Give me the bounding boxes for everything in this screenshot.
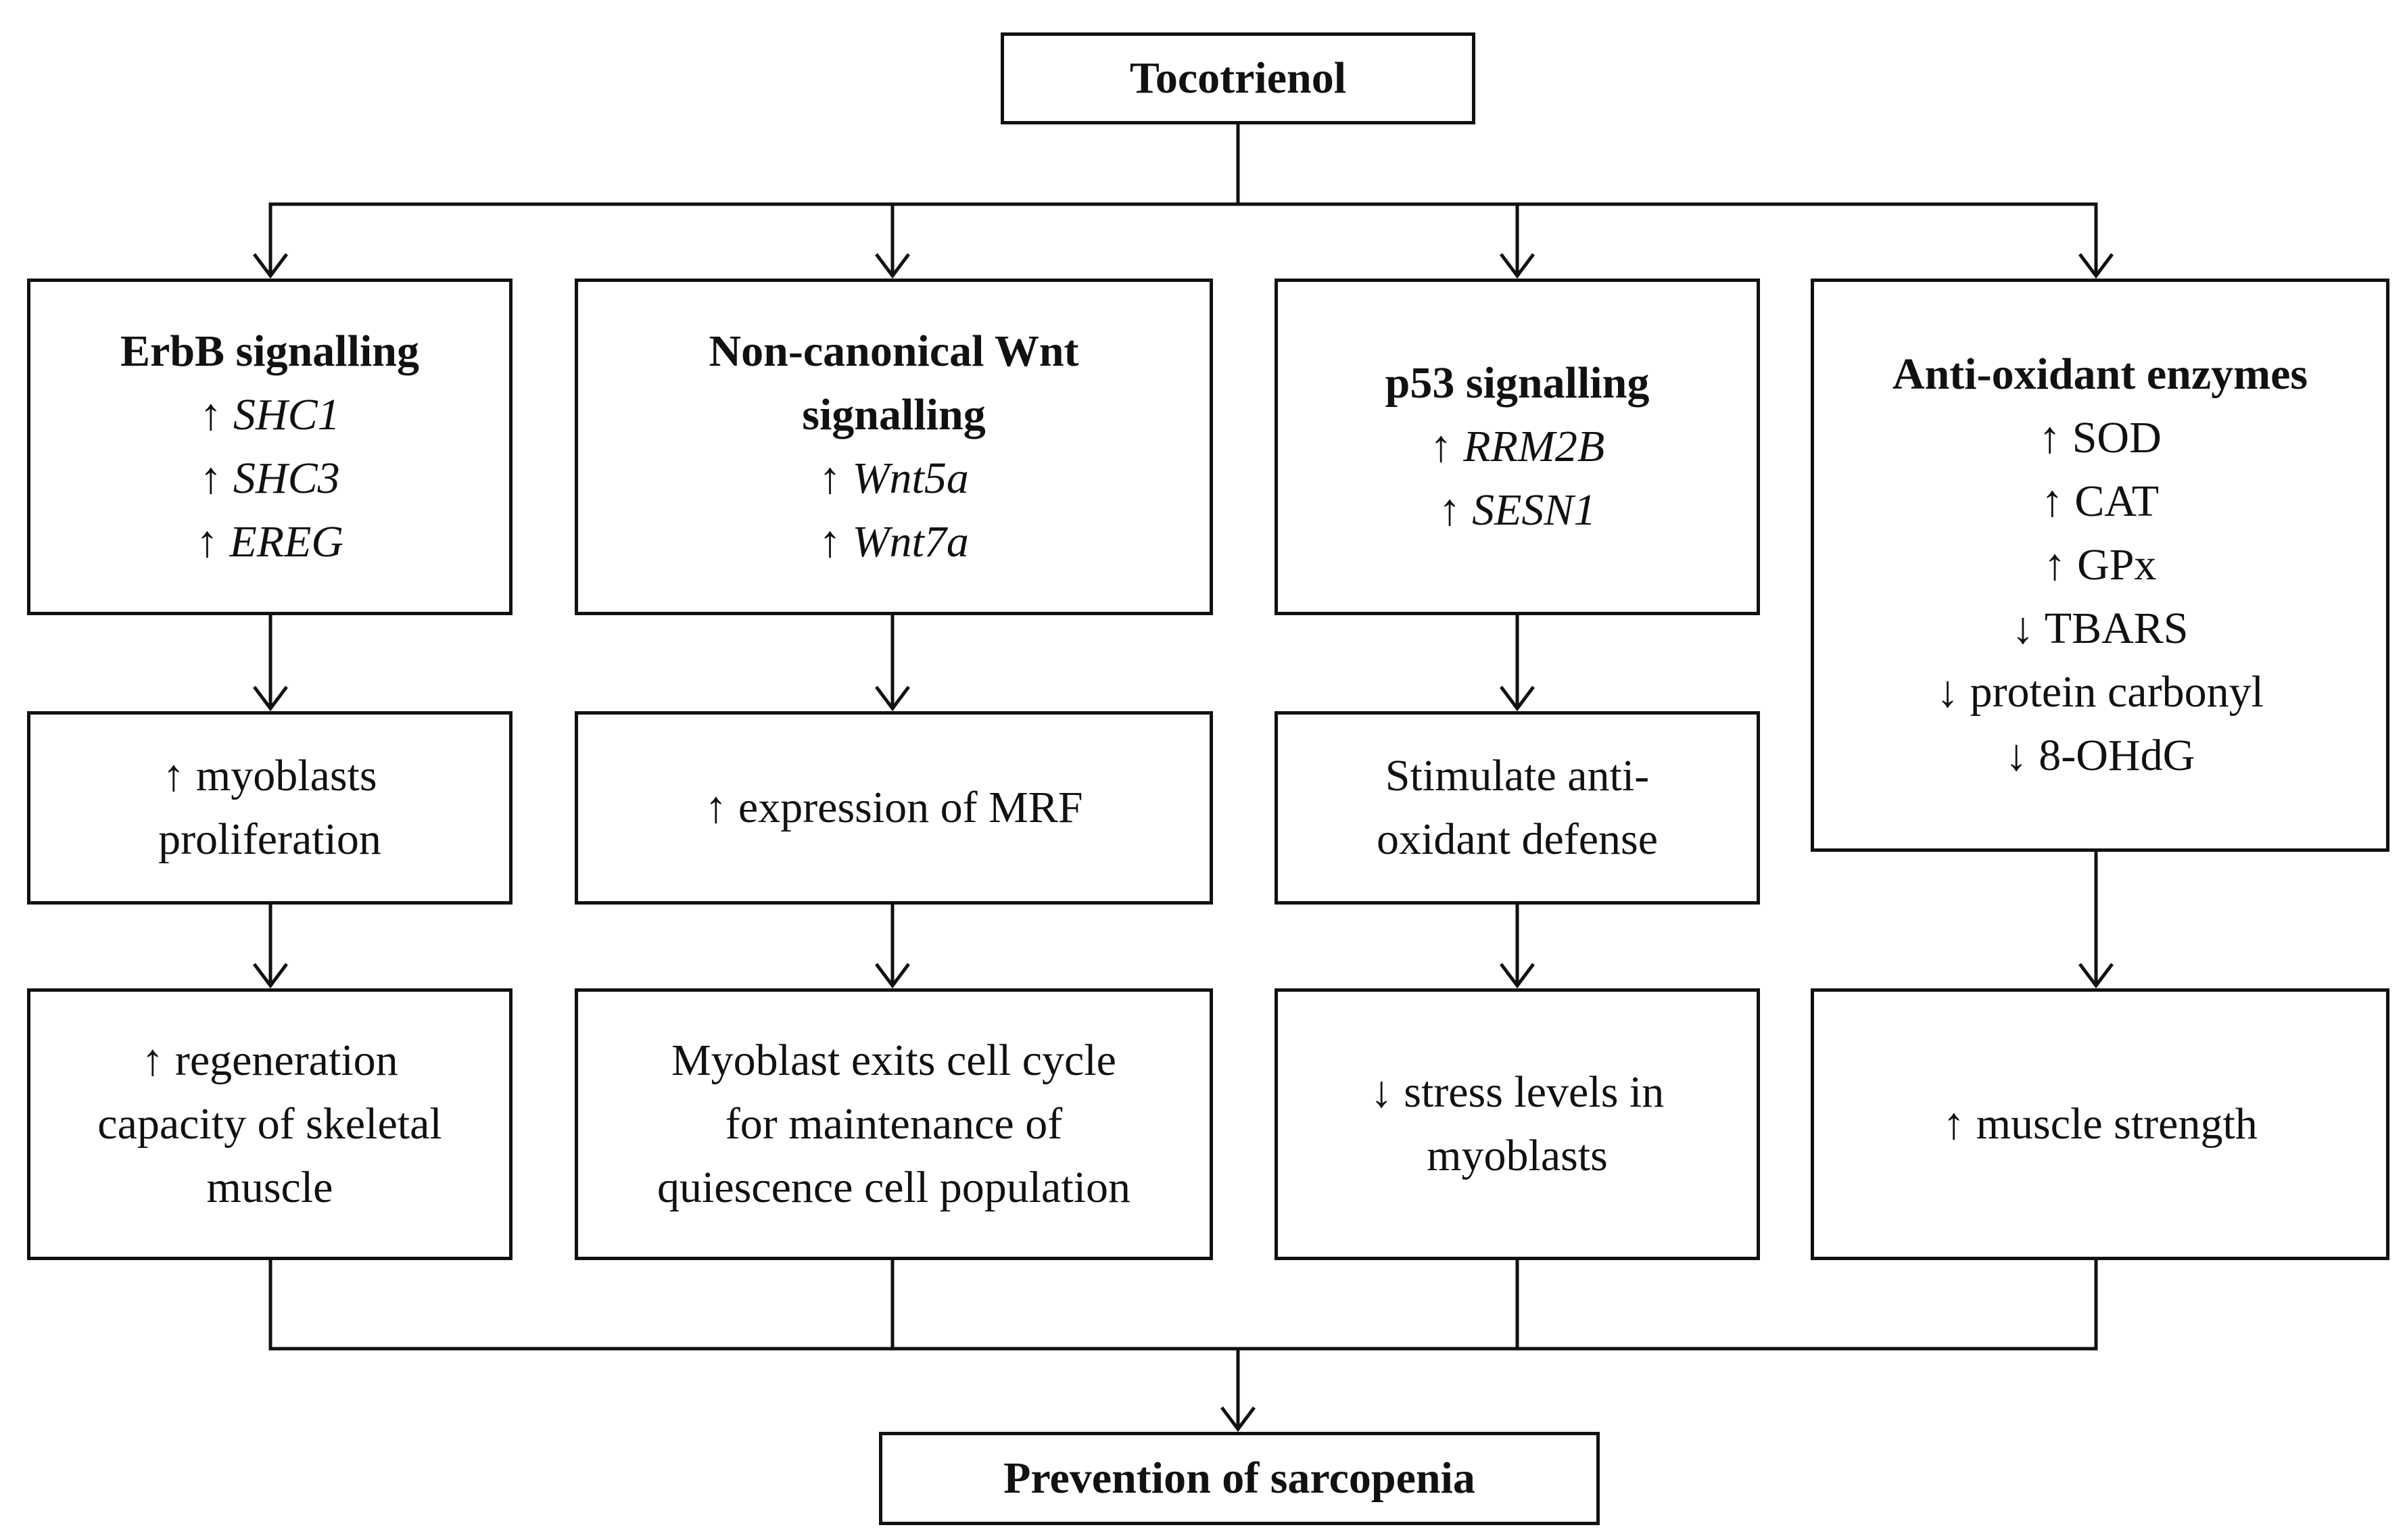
arrowhead — [253, 963, 288, 989]
node-text: for maintenance of — [725, 1099, 1063, 1149]
myoblast-exit-node: Myoblast exits cell cycle for maintenanc… — [575, 988, 1213, 1260]
arrowhead — [2078, 963, 2114, 989]
arrowhead — [1500, 963, 1535, 989]
node-text: ↑ expression of MRF — [705, 783, 1083, 832]
arrowhead — [253, 685, 288, 712]
p53-signalling-node: p53 signalling ↑ RRM2B ↑ SESN1 — [1275, 279, 1760, 615]
node-title: Non-canonical Wnt — [709, 327, 1079, 376]
myoblast-proliferation-node: ↑ myoblasts proliferation — [27, 711, 513, 905]
gene-item: ↑ Wnt7a — [819, 517, 969, 567]
node-text: muscle — [206, 1163, 333, 1212]
arrowhead — [2078, 253, 2114, 279]
node-text: Stimulate anti- — [1385, 751, 1650, 800]
gene-item: ↑ EREG — [195, 517, 344, 567]
arrowhead — [1500, 253, 1535, 279]
sarcopenia-label: Prevention of sarcopenia — [1003, 1453, 1475, 1503]
gene-item: ↑ RRM2B — [1429, 422, 1605, 471]
arrowhead — [253, 253, 288, 279]
gene-item: ↑ Wnt5a — [819, 454, 969, 503]
antioxidant-defense-node: Stimulate anti- oxidant defense — [1275, 711, 1760, 905]
node-title: signalling — [802, 390, 986, 439]
stress-levels-node: ↓ stress levels in myoblasts — [1275, 988, 1760, 1260]
arrowhead — [1220, 1406, 1256, 1433]
enzyme-item: ↑ GPx — [2043, 540, 2157, 589]
node-text: myoblasts — [1427, 1131, 1608, 1180]
regeneration-capacity-node: ↑ regeneration capacity of skeletal musc… — [27, 988, 513, 1260]
node-text: quiescence cell population — [657, 1163, 1131, 1212]
arrowhead — [1500, 685, 1535, 712]
prevention-of-sarcopenia-node: Prevention of sarcopenia — [879, 1432, 1600, 1525]
tocotrienol-label: Tocotrienol — [1129, 53, 1347, 103]
node-text: ↑ myoblasts — [162, 751, 377, 800]
tocotrienol-node: Tocotrienol — [1001, 32, 1475, 124]
mrf-expression-node: ↑ expression of MRF — [575, 711, 1213, 905]
enzyme-item: ↓ protein carbonyl — [1936, 667, 2264, 717]
enzyme-item: ↓ 8-OHdG — [2005, 731, 2195, 780]
arrowhead — [875, 253, 910, 279]
node-text: Myoblast exits cell cycle — [671, 1036, 1116, 1085]
gene-item: ↑ SHC1 — [199, 390, 340, 439]
muscle-strength-node: ↑ muscle strength — [1811, 988, 2389, 1260]
node-text: capacity of skeletal — [97, 1099, 442, 1149]
node-text: proliferation — [158, 815, 381, 864]
arrowhead — [875, 963, 910, 989]
node-title: ErbB signalling — [120, 327, 419, 376]
node-title: Anti-oxidant enzymes — [1892, 350, 2308, 399]
gene-item: ↑ SESN1 — [1438, 485, 1596, 535]
enzyme-item: ↑ SOD — [2039, 413, 2162, 462]
node-text: oxidant defense — [1376, 815, 1658, 864]
enzyme-item: ↑ CAT — [2041, 477, 2160, 526]
gene-item: ↑ SHC3 — [199, 454, 340, 503]
antioxidant-enzymes-node: Anti-oxidant enzymes ↑ SOD ↑ CAT ↑ GPx ↓… — [1811, 279, 2389, 852]
non-canonical-wnt-node: Non-canonical Wnt signalling ↑ Wnt5a ↑ W… — [575, 279, 1213, 615]
arrowhead — [875, 685, 910, 712]
node-text: ↑ muscle strength — [1943, 1099, 2258, 1149]
node-text: ↓ stress levels in — [1370, 1067, 1665, 1117]
enzyme-item: ↓ TBARS — [2011, 604, 2189, 653]
node-text: ↑ regeneration — [141, 1036, 398, 1085]
erbb-signalling-node: ErbB signalling ↑ SHC1 ↑ SHC3 ↑ EREG — [27, 279, 513, 615]
node-title: p53 signalling — [1385, 358, 1650, 408]
